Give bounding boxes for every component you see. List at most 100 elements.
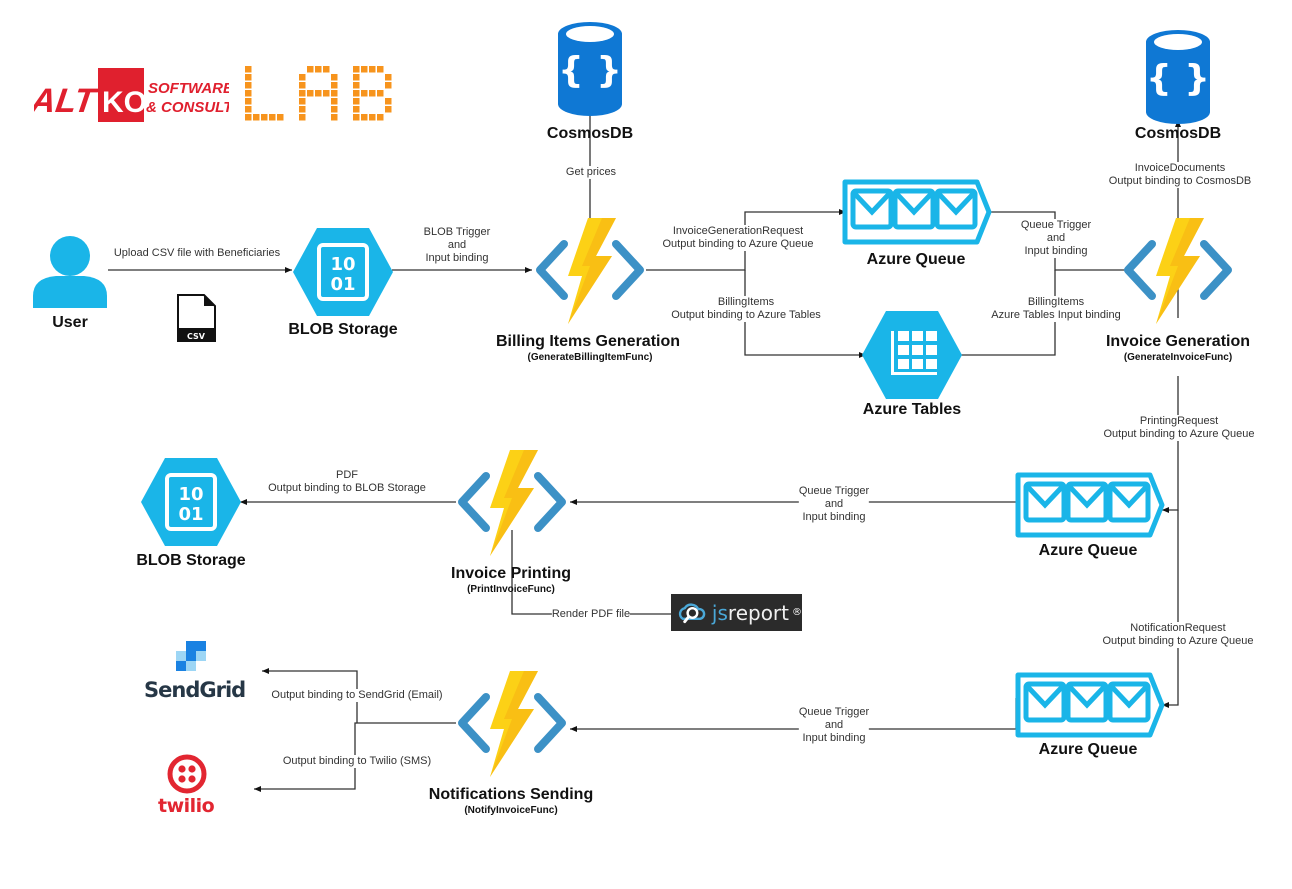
edge-label-billing-items-in: BillingItems Azure Tables Input binding <box>991 296 1121 322</box>
lab-logo-pixel <box>369 90 376 97</box>
lab-logo-pixel <box>353 90 360 97</box>
azure-queue-title: Azure Queue <box>1038 542 1138 559</box>
lab-logo-pixel <box>307 90 314 97</box>
lab-logo-pixel <box>353 106 360 113</box>
azure-queue-title: Azure Queue <box>866 251 966 268</box>
altkom-logo: ALT KOM SOFTWARE & CONSULTING <box>28 68 259 128</box>
edge-label-blob-trigger: BLOB Trigger and Input binding <box>423 226 491 265</box>
azure-tables-title: Azure Tables <box>862 401 962 418</box>
lab-logo-pixel <box>361 114 368 121</box>
svg-text:01: 01 <box>178 504 203 525</box>
edge-label-printing-request: PrintingRequest Output binding to Azure … <box>1103 415 1255 441</box>
lab-logo-pixel <box>377 90 384 97</box>
lab-logo-pixel <box>353 74 360 81</box>
sendgrid-logo-icon <box>176 641 206 671</box>
svg-text:10: 10 <box>178 484 203 505</box>
lab-logo-pixel <box>261 114 268 121</box>
blob-storage-title: BLOB Storage <box>288 321 398 338</box>
edge-label-twilio-out: Output binding to Twilio (SMS) <box>282 755 432 768</box>
lab-logo-pixel <box>245 82 252 89</box>
azure-queue-title: Azure Queue <box>1038 741 1138 758</box>
user-icon <box>33 236 107 308</box>
lab-logo-pixel <box>245 90 252 97</box>
lab-logo-pixel <box>353 82 360 89</box>
edge-label-billing-items-out: BillingItems Output binding to Azure Tab… <box>671 296 821 322</box>
edge-queue2-to-queue3 <box>1162 510 1179 708</box>
svg-text:KOM: KOM <box>102 86 172 119</box>
lab-logo-pixel <box>385 82 392 89</box>
blob-storage-icon: 10 01 <box>293 228 393 316</box>
twilio-logo-text: twilio <box>158 795 215 817</box>
lab-logo-pixel <box>377 66 384 73</box>
edge-label-queue-trigger-1: Queue Trigger and Input binding <box>1020 219 1092 258</box>
cosmosdb-title: CosmosDB <box>1134 125 1222 142</box>
lab-logo-pixel <box>299 98 306 105</box>
lab-logo-pixel <box>369 66 376 73</box>
lab-logo-pixel <box>299 106 306 113</box>
edge-label-pdf-output: PDF Output binding to BLOB Storage <box>268 469 426 495</box>
edge-label-sendgrid-out: Output binding to SendGrid (Email) <box>271 689 443 702</box>
cosmosdb-icon <box>1146 30 1210 124</box>
lab-logo-pixel <box>385 74 392 81</box>
azure-queue-icon <box>1018 475 1162 535</box>
lab-logo-pixel <box>331 98 338 105</box>
lab-logo-pixel <box>277 114 284 121</box>
azure-queue-icon <box>1018 675 1162 735</box>
lab-logo-pixel <box>361 90 368 97</box>
lab-logo-pixel <box>299 114 306 121</box>
svg-text:ALT: ALT <box>34 82 101 120</box>
azure-queue-icon <box>845 182 989 242</box>
lab-logo-pixel <box>253 114 260 121</box>
lab-logo-pixel <box>353 66 360 73</box>
lab-logo-pixel <box>299 90 306 97</box>
sendgrid-logo-text: SendGrid <box>144 678 246 702</box>
lab-logo-pixel <box>299 82 306 89</box>
csv-file-icon <box>177 294 216 342</box>
lab-logo-pixel <box>353 98 360 105</box>
jsreport-registered: ® <box>792 607 802 618</box>
invoice-func-title: Invoice Generation <box>1105 333 1251 350</box>
lab-logo-pixel <box>331 82 338 89</box>
lab-logo-pixel <box>385 106 392 113</box>
lab-logo-pixel <box>323 66 330 73</box>
billing-func-title: Billing Items Generation <box>495 333 681 350</box>
twilio-logo-icon <box>167 754 207 794</box>
edge-queue3-to-notify <box>570 698 1017 732</box>
notify-func-subtitle: (NotifyInvoiceFunc) <box>464 805 558 816</box>
edge-label-queue-trigger-3: Queue Trigger and Input binding <box>798 706 870 745</box>
edge-label-get-prices: Get prices <box>565 166 617 179</box>
lab-logo-pixel <box>361 66 368 73</box>
blob-storage-icon: 10 01 <box>141 458 241 546</box>
svg-text:10: 10 <box>330 254 355 275</box>
jsreport-cloud-icon <box>678 602 706 623</box>
edge-label-invoice-gen-request: InvoiceGenerationRequest Output binding … <box>662 225 814 251</box>
lab-logo-pixel <box>385 98 392 105</box>
jsreport-js: js <box>711 600 728 625</box>
svg-text:& CONSULTING: & CONSULTING <box>146 99 229 116</box>
lab-logo-pixel <box>245 106 252 113</box>
lab-logo-pixel <box>331 114 338 121</box>
lab-logo-pixel <box>331 106 338 113</box>
lab-logo-pixel <box>269 114 276 121</box>
lab-logo-pixel <box>331 74 338 81</box>
azure-function-icon <box>540 218 640 324</box>
lab-logo-pixel <box>315 90 322 97</box>
lab-logo-pixel <box>315 66 322 73</box>
lab-logo-pixel <box>369 114 376 121</box>
azure-function-icon <box>462 671 562 777</box>
lab-logo-pixel <box>245 98 252 105</box>
lab-logo-pixel <box>299 74 306 81</box>
lab-logo-pixel <box>245 66 252 73</box>
edge-label-upload: Upload CSV file with Beneficiaries <box>113 247 281 260</box>
print-func-subtitle: (PrintInvoiceFunc) <box>467 584 555 595</box>
lab-logo-pixel <box>353 114 360 121</box>
jsreport-report: report <box>727 600 789 625</box>
edge-label-queue-trigger-2: Queue Trigger and Input binding <box>798 485 870 524</box>
lab-logo-pixel <box>323 90 330 97</box>
svg-text:SOFTWARE: SOFTWARE <box>148 80 229 97</box>
billing-func-subtitle: (GenerateBillingItemFunc) <box>527 352 653 363</box>
edge-label-invoice-documents: InvoiceDocuments Output binding to Cosmo… <box>1108 162 1252 188</box>
blob-storage-title: BLOB Storage <box>136 552 246 569</box>
lab-logo-pixel <box>245 114 252 121</box>
